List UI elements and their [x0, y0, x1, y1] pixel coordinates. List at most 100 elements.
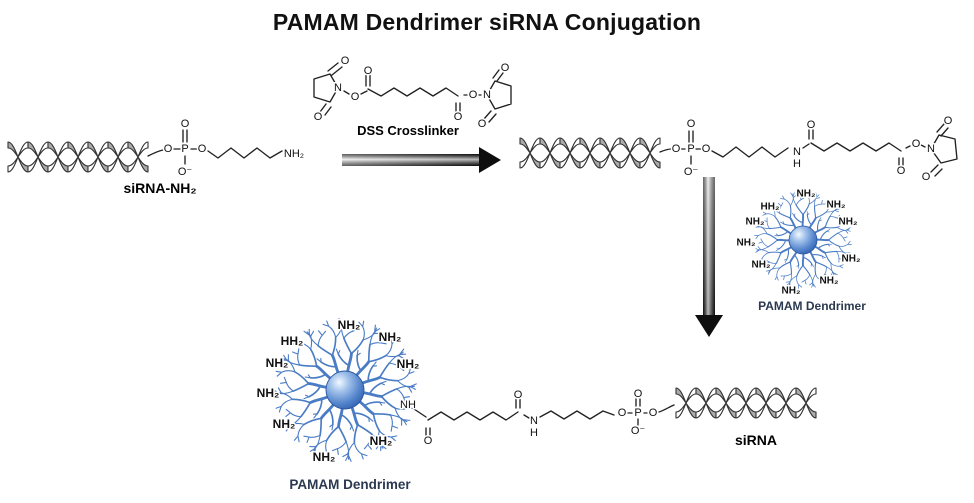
- dss-crosslinker-structure: O O N O O O O N O O: [312, 54, 512, 132]
- arrow-head: [479, 147, 501, 173]
- dss-crosslinker-label: DSS Crosslinker: [357, 123, 459, 138]
- atom-o: O: [424, 435, 433, 447]
- atom-nh2: NH₂: [370, 434, 393, 448]
- atom-nh2: NH₂: [752, 260, 771, 271]
- dendrimer-core: [788, 225, 818, 255]
- atom-n: N: [334, 82, 342, 94]
- atom-hh2: HH₂: [281, 334, 304, 348]
- atom-nh2: NH₂: [284, 148, 304, 160]
- conjugate-product-structure: NH O O N H O P O O⁻ O: [399, 387, 817, 449]
- atom-o: O: [454, 111, 463, 123]
- pamam-dendrimer-small: NH₂ NH₂ HH₂ NH₂ NH₂ NH₂ NH₂ NH₂ NH₂ NH₂: [735, 187, 862, 298]
- atom-o: O: [198, 143, 207, 155]
- atom-n: N: [927, 143, 935, 155]
- helix-turn: [755, 387, 777, 419]
- arrow-head: [695, 315, 723, 337]
- atom-o: O: [944, 115, 953, 127]
- atom-o: O: [514, 389, 523, 401]
- atom-o-minus: O⁻: [631, 425, 646, 437]
- atom-nh2: NH₂: [257, 386, 280, 400]
- arrow-shaft-shading: [342, 154, 479, 166]
- helix-turn: [67, 141, 89, 173]
- atom-o: O: [922, 171, 931, 183]
- helix-turn: [579, 137, 601, 169]
- atom-o: O: [807, 119, 816, 131]
- helix-turn: [559, 137, 581, 169]
- atom-o: O: [672, 143, 681, 155]
- atom-n: N: [483, 89, 491, 101]
- atom-nh: NH: [400, 399, 416, 411]
- dendrimer-core: [325, 370, 365, 410]
- sirna-helix-right: [519, 137, 661, 169]
- dss-bonds: [313, 62, 512, 123]
- sirna-helix-left: [7, 141, 149, 173]
- atom-o: O: [478, 118, 487, 130]
- atom-n: N: [793, 146, 801, 158]
- atom-nh2: NH₂: [313, 450, 336, 464]
- reaction-arrow-right: [342, 147, 501, 173]
- reaction-arrow-down: [695, 177, 723, 337]
- atom-o: O: [164, 143, 173, 155]
- helix-turn: [47, 141, 69, 173]
- atom-p: P: [634, 407, 641, 419]
- phosphate-linker-bonds: [147, 129, 283, 165]
- arrow-shaft-shading: [703, 177, 715, 316]
- atom-nh2: NH₂: [797, 189, 816, 200]
- atom-o: O: [364, 65, 373, 77]
- atom-nh2: NH₂: [782, 286, 801, 297]
- atom-nh2: NH₂: [820, 276, 839, 287]
- helix-turn: [735, 387, 757, 419]
- helix-turn: [107, 141, 129, 173]
- atom-n: N: [530, 415, 538, 427]
- atom-o: O: [634, 388, 643, 400]
- atom-o: O: [897, 165, 906, 177]
- sirna-nh2-label: siRNA-NH₂: [123, 180, 197, 196]
- helix-turn: [775, 387, 797, 419]
- helix-turn: [639, 137, 661, 169]
- sirna-nh2-structure: O P O O⁻ O NH₂: [7, 117, 306, 180]
- helix-turn: [599, 137, 621, 169]
- helix-turn: [619, 137, 641, 169]
- atom-o: O: [501, 62, 510, 74]
- atom-nh2: NH₂: [737, 238, 756, 249]
- helix-turn: [539, 137, 561, 169]
- atom-nh2: NH₂: [273, 417, 296, 431]
- atom-p: P: [687, 143, 694, 155]
- conjugate-bonds: [413, 398, 675, 438]
- pamam-dendrimer-small-label: PAMAM Dendrimer: [758, 299, 866, 313]
- page-title: PAMAM Dendrimer siRNA Conjugation: [272, 9, 702, 35]
- helix-turn: [7, 141, 29, 173]
- dendrimer-arm: [785, 249, 817, 290]
- atom-h: H: [793, 158, 801, 170]
- atom-nh2: NH₂: [338, 318, 361, 332]
- atom-o: O: [618, 407, 627, 419]
- atom-h: H: [530, 427, 538, 439]
- pamam-dendrimer-large: NH₂ NH₂ HH₂ NH₂ NH₂ NH₂ NH₂ NH₂ NH₂: [255, 313, 422, 467]
- sirna-helix-bottom: [675, 387, 817, 419]
- atom-o: O: [469, 89, 478, 101]
- atom-nh2: NH₂: [827, 200, 846, 211]
- helix-turn: [127, 141, 149, 173]
- intermediate-bonds: [659, 123, 958, 177]
- helix-turn: [715, 387, 737, 419]
- dendrimer-arm: [325, 395, 389, 467]
- atom-nh2: NH₂: [266, 356, 289, 370]
- atom-o: O: [341, 55, 350, 67]
- atom-o: O: [181, 118, 190, 130]
- atom-o: O: [702, 143, 711, 155]
- atom-p: P: [181, 143, 188, 155]
- helix-turn: [695, 387, 717, 419]
- helix-turn: [87, 141, 109, 173]
- atom-o-minus: O⁻: [178, 166, 193, 178]
- atom-nh2: NH₂: [839, 217, 858, 228]
- atom-nh2: NH₂: [379, 330, 402, 344]
- sirna-dss-intermediate-structure: O P O O⁻ O N H O O O N O O: [519, 114, 958, 185]
- atom-o: O: [649, 407, 658, 419]
- helix-turn: [675, 387, 697, 419]
- helix-turn: [519, 137, 541, 169]
- atom-nh2: NH₂: [746, 217, 765, 228]
- atom-o: O: [912, 138, 921, 150]
- dendrimer-arm: [753, 222, 794, 254]
- atom-o: O: [351, 91, 360, 103]
